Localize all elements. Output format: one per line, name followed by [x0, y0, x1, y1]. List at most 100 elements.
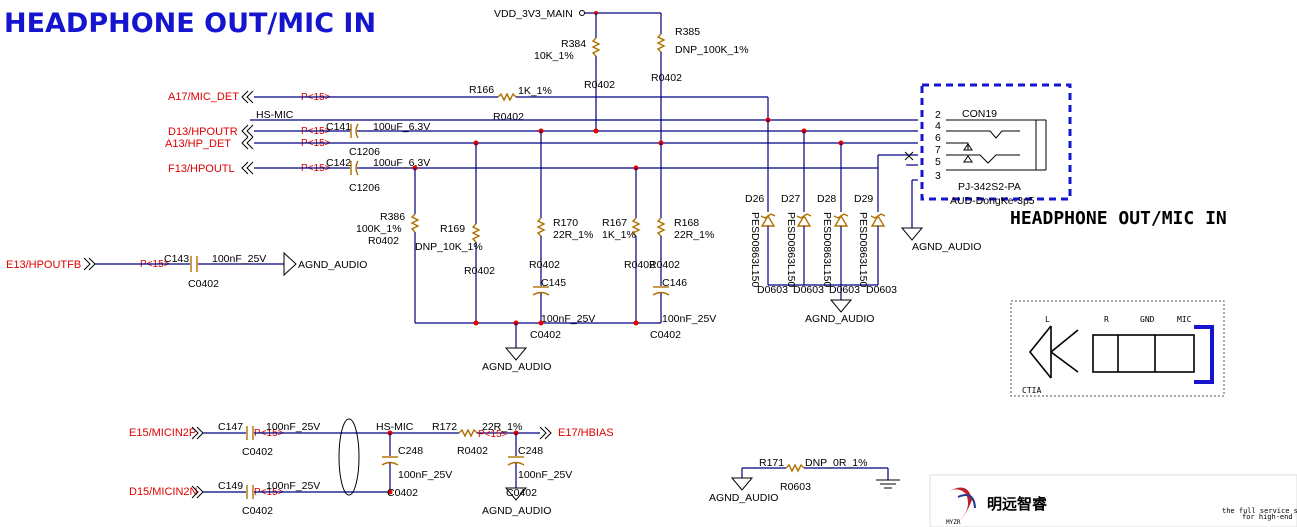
r385-pkg: R0402: [651, 72, 682, 84]
c147-ref: C147: [218, 421, 243, 433]
company-logo: 明远智睿 MYZR the full service so for high-e…: [929, 474, 1297, 527]
r172-value: 22R_1%: [482, 421, 522, 433]
c145-ref: C145: [541, 277, 566, 289]
net-hpoutfb: E13/HPOUTFB: [6, 259, 81, 271]
connector-box: [920, 83, 1072, 201]
c148-value: 100nF_25V: [398, 469, 452, 481]
r167-pkg: R0402: [624, 259, 655, 271]
c145-value: 100nF_25V: [541, 313, 595, 325]
c141-pkg: C1206: [349, 146, 380, 158]
c148-pkg: C0402: [387, 487, 418, 499]
r384-ref: R384: [561, 38, 586, 50]
con-footprint: AUD-DongKe-3p5: [950, 195, 1035, 207]
c145-pkg: C0402: [530, 329, 561, 341]
c149-ref: C149: [218, 480, 243, 492]
con-pin-5: 5: [935, 156, 941, 168]
con-pin-2: 2: [935, 109, 941, 121]
r168-pkg: R0402: [649, 259, 680, 271]
hs-mic-label-bottom: HS-MIC: [376, 421, 414, 433]
r170-value: 22R_1%: [553, 229, 593, 241]
c143-ref: C143: [164, 253, 189, 265]
net-micin2p: E15/MICIN2P: [129, 427, 196, 439]
r168-value: 22R_1%: [674, 229, 714, 241]
diff-pair-marker: [338, 418, 360, 496]
c141-value: 100uF_6.3V: [373, 121, 430, 133]
r385-ref: R385: [675, 26, 700, 38]
net-hbias: E17/HBIAS: [558, 427, 614, 439]
c149-pkg: C0402: [242, 505, 273, 517]
r170-pkg: R0402: [529, 259, 560, 271]
jack-symbol: [946, 119, 1047, 171]
c141-ref: C141: [326, 121, 351, 133]
c147-pkg: C0402: [242, 446, 273, 458]
section-title: HEADPHONE OUT/MIC IN: [1010, 208, 1227, 229]
c148-ref: C248: [398, 445, 423, 457]
logo-tagline-2: for high-end e: [1242, 513, 1297, 521]
con-pin-6: 6: [935, 132, 941, 144]
r386-pkg: R0402: [368, 235, 399, 247]
agnd-diodes: AGND_AUDIO: [805, 313, 874, 325]
agnd-main: AGND_AUDIO: [482, 361, 551, 373]
ctia-pin-mic: MIC: [1177, 315, 1192, 324]
con-ref: CON19: [962, 108, 997, 120]
agnd-mic: AGND_AUDIO: [482, 505, 551, 517]
d28-value: PESD0863L150: [821, 212, 833, 287]
d29-pkg: D0603: [866, 284, 897, 296]
ctia-pin-l: L: [1045, 315, 1050, 324]
r171-pkg: R0603: [780, 481, 811, 493]
d26-ref: D26: [745, 193, 764, 205]
r166-pkg: R0402: [493, 111, 524, 123]
logo-sub: MYZR: [946, 519, 961, 526]
con-pin-3: 3: [935, 170, 941, 182]
r167-ref: R167: [602, 217, 627, 229]
ctia-pin-gnd: GND: [1140, 315, 1155, 324]
diode-array: [760, 120, 886, 313]
hbias-tag: P<15>: [478, 429, 508, 440]
c143-value: 100nF_25V: [212, 253, 266, 265]
r170-ref: R170: [553, 217, 578, 229]
r386-ref: R386: [380, 211, 405, 223]
r169-value: DNP_10K_1%: [415, 241, 483, 253]
d29-value: PESD0863L150: [857, 212, 869, 287]
c142-pkg: C1206: [349, 182, 380, 194]
power-label: VDD_3V3_MAIN: [494, 8, 573, 20]
d28-pkg: D0603: [829, 284, 860, 296]
r172-ref: R172: [432, 421, 457, 433]
c143-pkg: C0402: [188, 278, 219, 290]
con-pin-4: 4: [935, 120, 941, 132]
agnd-fb: AGND_AUDIO: [298, 259, 367, 271]
r171-value: DNP_0R_1%: [805, 457, 867, 469]
r166-value: 1K_1%: [518, 85, 552, 97]
logo-text: 明远智睿: [987, 495, 1048, 513]
c248-value: 100nF_25V: [518, 469, 572, 481]
d29-ref: D29: [854, 193, 873, 205]
c146-ref: C146: [662, 277, 687, 289]
con-pin-7: 7: [935, 144, 941, 156]
d27-pkg: D0603: [793, 284, 824, 296]
c146-value: 100nF_25V: [662, 313, 716, 325]
c248-pkg: C0402: [506, 487, 537, 499]
r386-value: 100K_1%: [356, 223, 402, 235]
hs-mic-label-top: HS-MIC: [256, 109, 294, 121]
r172-pkg: R0402: [457, 445, 488, 457]
c147-value: 100nF_25V: [266, 421, 320, 433]
con-part: PJ-342S2-PA: [958, 181, 1021, 193]
net-hpoutl: F13/HPOUTL: [168, 163, 235, 175]
net-micin2n: D15/MICIN2N: [129, 486, 198, 498]
net-mic-det: A17/MIC_DET: [168, 91, 239, 103]
r169-pkg: R0402: [464, 265, 495, 277]
logo-tagline-1: the full service so: [1222, 507, 1297, 515]
d26-value: PESD0863L150: [749, 212, 761, 287]
r167-value: 1K_1%: [602, 229, 636, 241]
r384-pkg: R0402: [584, 79, 615, 91]
d27-ref: D27: [781, 193, 800, 205]
net-hp-det: A13/HP_DET: [165, 138, 231, 150]
ctia-label: CTIA: [1022, 386, 1041, 395]
r166-ref: R166: [469, 84, 494, 96]
r168-ref: R168: [674, 217, 699, 229]
ctia-pin-r: R: [1104, 315, 1109, 324]
d26-pkg: D0603: [757, 284, 788, 296]
d27-value: PESD0863L150: [785, 212, 797, 287]
